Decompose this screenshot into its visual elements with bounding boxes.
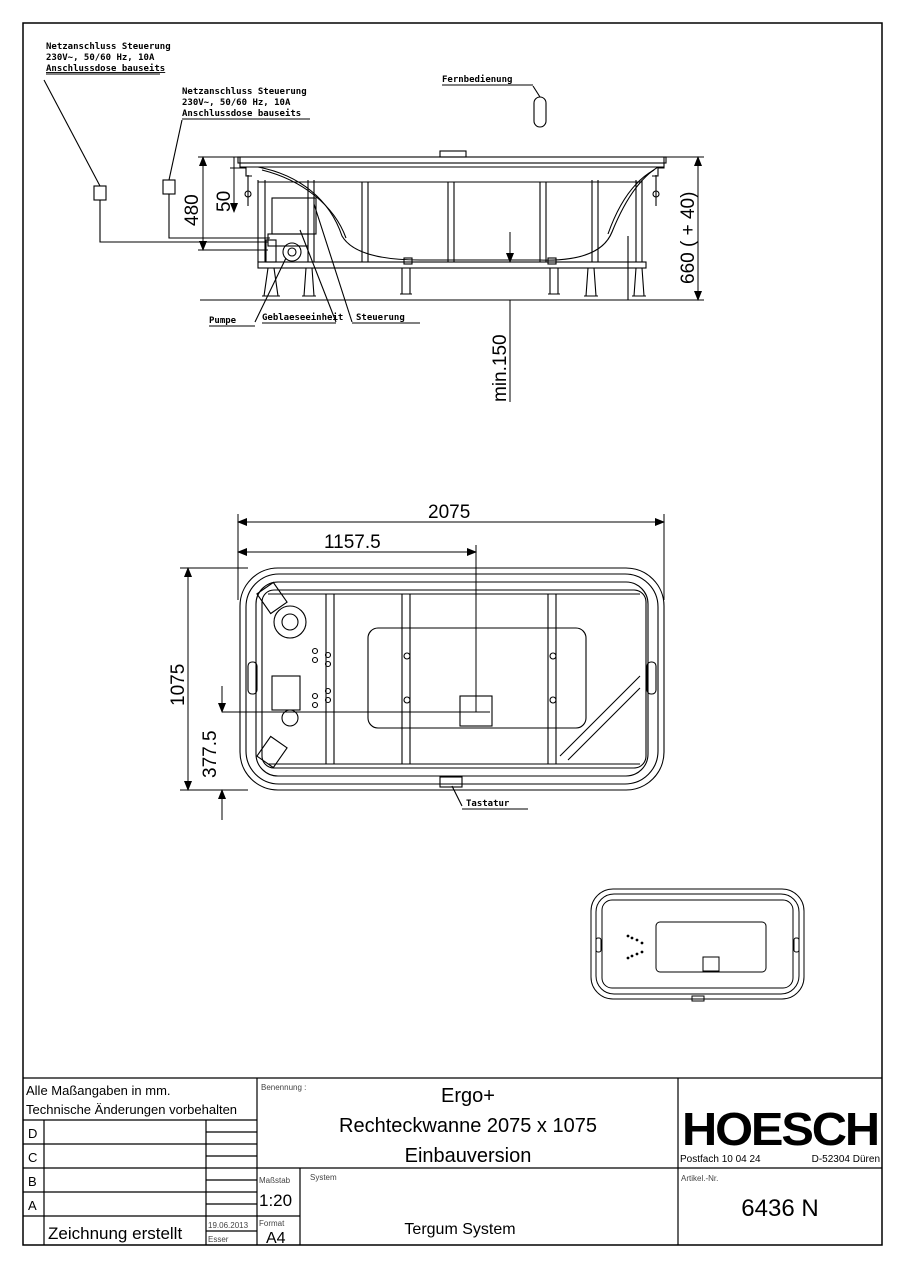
power-note-2-line-3: Anschlussdose bauseits [182, 108, 301, 119]
revision-a: A [28, 1198, 37, 1213]
power-note-2-line-2: 230V~, 50/60 Hz, 10A [182, 98, 291, 108]
product-description: Rechteckwanne 2075 x 1075 [339, 1115, 597, 1137]
hoesch-logo: HOESCH [682, 1103, 878, 1155]
small-plan-view [590, 888, 805, 1002]
power-note-1-line-1: Netzanschluss Steuerung [46, 42, 171, 52]
dim-480: 480 [182, 194, 203, 226]
control-label: Steuerung [356, 313, 405, 323]
format-value: A4 [266, 1230, 286, 1247]
power-note-1-line-3: Anschlussdose bauseits [46, 63, 165, 74]
drawing-border [22, 22, 883, 1246]
pump-label: Pumpe [209, 316, 237, 326]
dim-min150: min.150 [490, 334, 511, 402]
dim-1157-5: 1157.5 [324, 532, 381, 553]
scale-value: 1:20 [259, 1191, 292, 1210]
title-block [23, 1077, 882, 1245]
side-elevation-view [43, 79, 667, 323]
units-note: Alle Maßangaben in mm. [26, 1083, 171, 1098]
plan-view-dimensions [180, 514, 665, 820]
designation-label: Benennung : [261, 1083, 306, 1092]
blower-label: Geblaeseeinheit [262, 312, 343, 323]
changes-note: Technische Änderungen vorbehalten [26, 1102, 237, 1117]
product-variant: Einbauversion [405, 1145, 532, 1167]
remote-label: Fernbedienung [442, 74, 512, 85]
revision-c: C [28, 1150, 37, 1165]
format-label: Format [259, 1219, 285, 1228]
keypad-label: Tastatur [466, 799, 510, 809]
drawing-author: Esser [208, 1235, 229, 1244]
revision-b: B [28, 1174, 37, 1189]
system-label: System [310, 1173, 337, 1182]
dim-1075: 1075 [168, 664, 189, 706]
side-elevation-dimensions [198, 156, 704, 402]
article-number: 6436 N [741, 1195, 818, 1222]
plan-view [239, 567, 665, 807]
drawing-date: 19.06.2013 [208, 1221, 249, 1230]
address-po-box: Postfach 10 04 24 [680, 1154, 761, 1165]
dim-50: 50 [214, 191, 235, 212]
system-value: Tergum System [404, 1221, 515, 1238]
dim-377-5: 377.5 [200, 730, 221, 778]
article-label: Artikel.-Nr. [681, 1174, 718, 1183]
power-note-2-line-1: Netzanschluss Steuerung [182, 87, 307, 97]
product-name: Ergo+ [441, 1085, 495, 1107]
address-city: D-52304 Düren [812, 1154, 880, 1165]
scale-label: Maßstab [259, 1176, 291, 1185]
dim-660: 660 ( + 40) [678, 192, 699, 284]
revision-d: D [28, 1126, 37, 1141]
power-note-1-line-2: 230V~, 50/60 Hz, 10A [46, 53, 155, 63]
drawing-created-label: Zeichnung erstellt [48, 1224, 182, 1243]
dim-2075: 2075 [428, 502, 470, 523]
small-plan-jets [626, 934, 644, 960]
